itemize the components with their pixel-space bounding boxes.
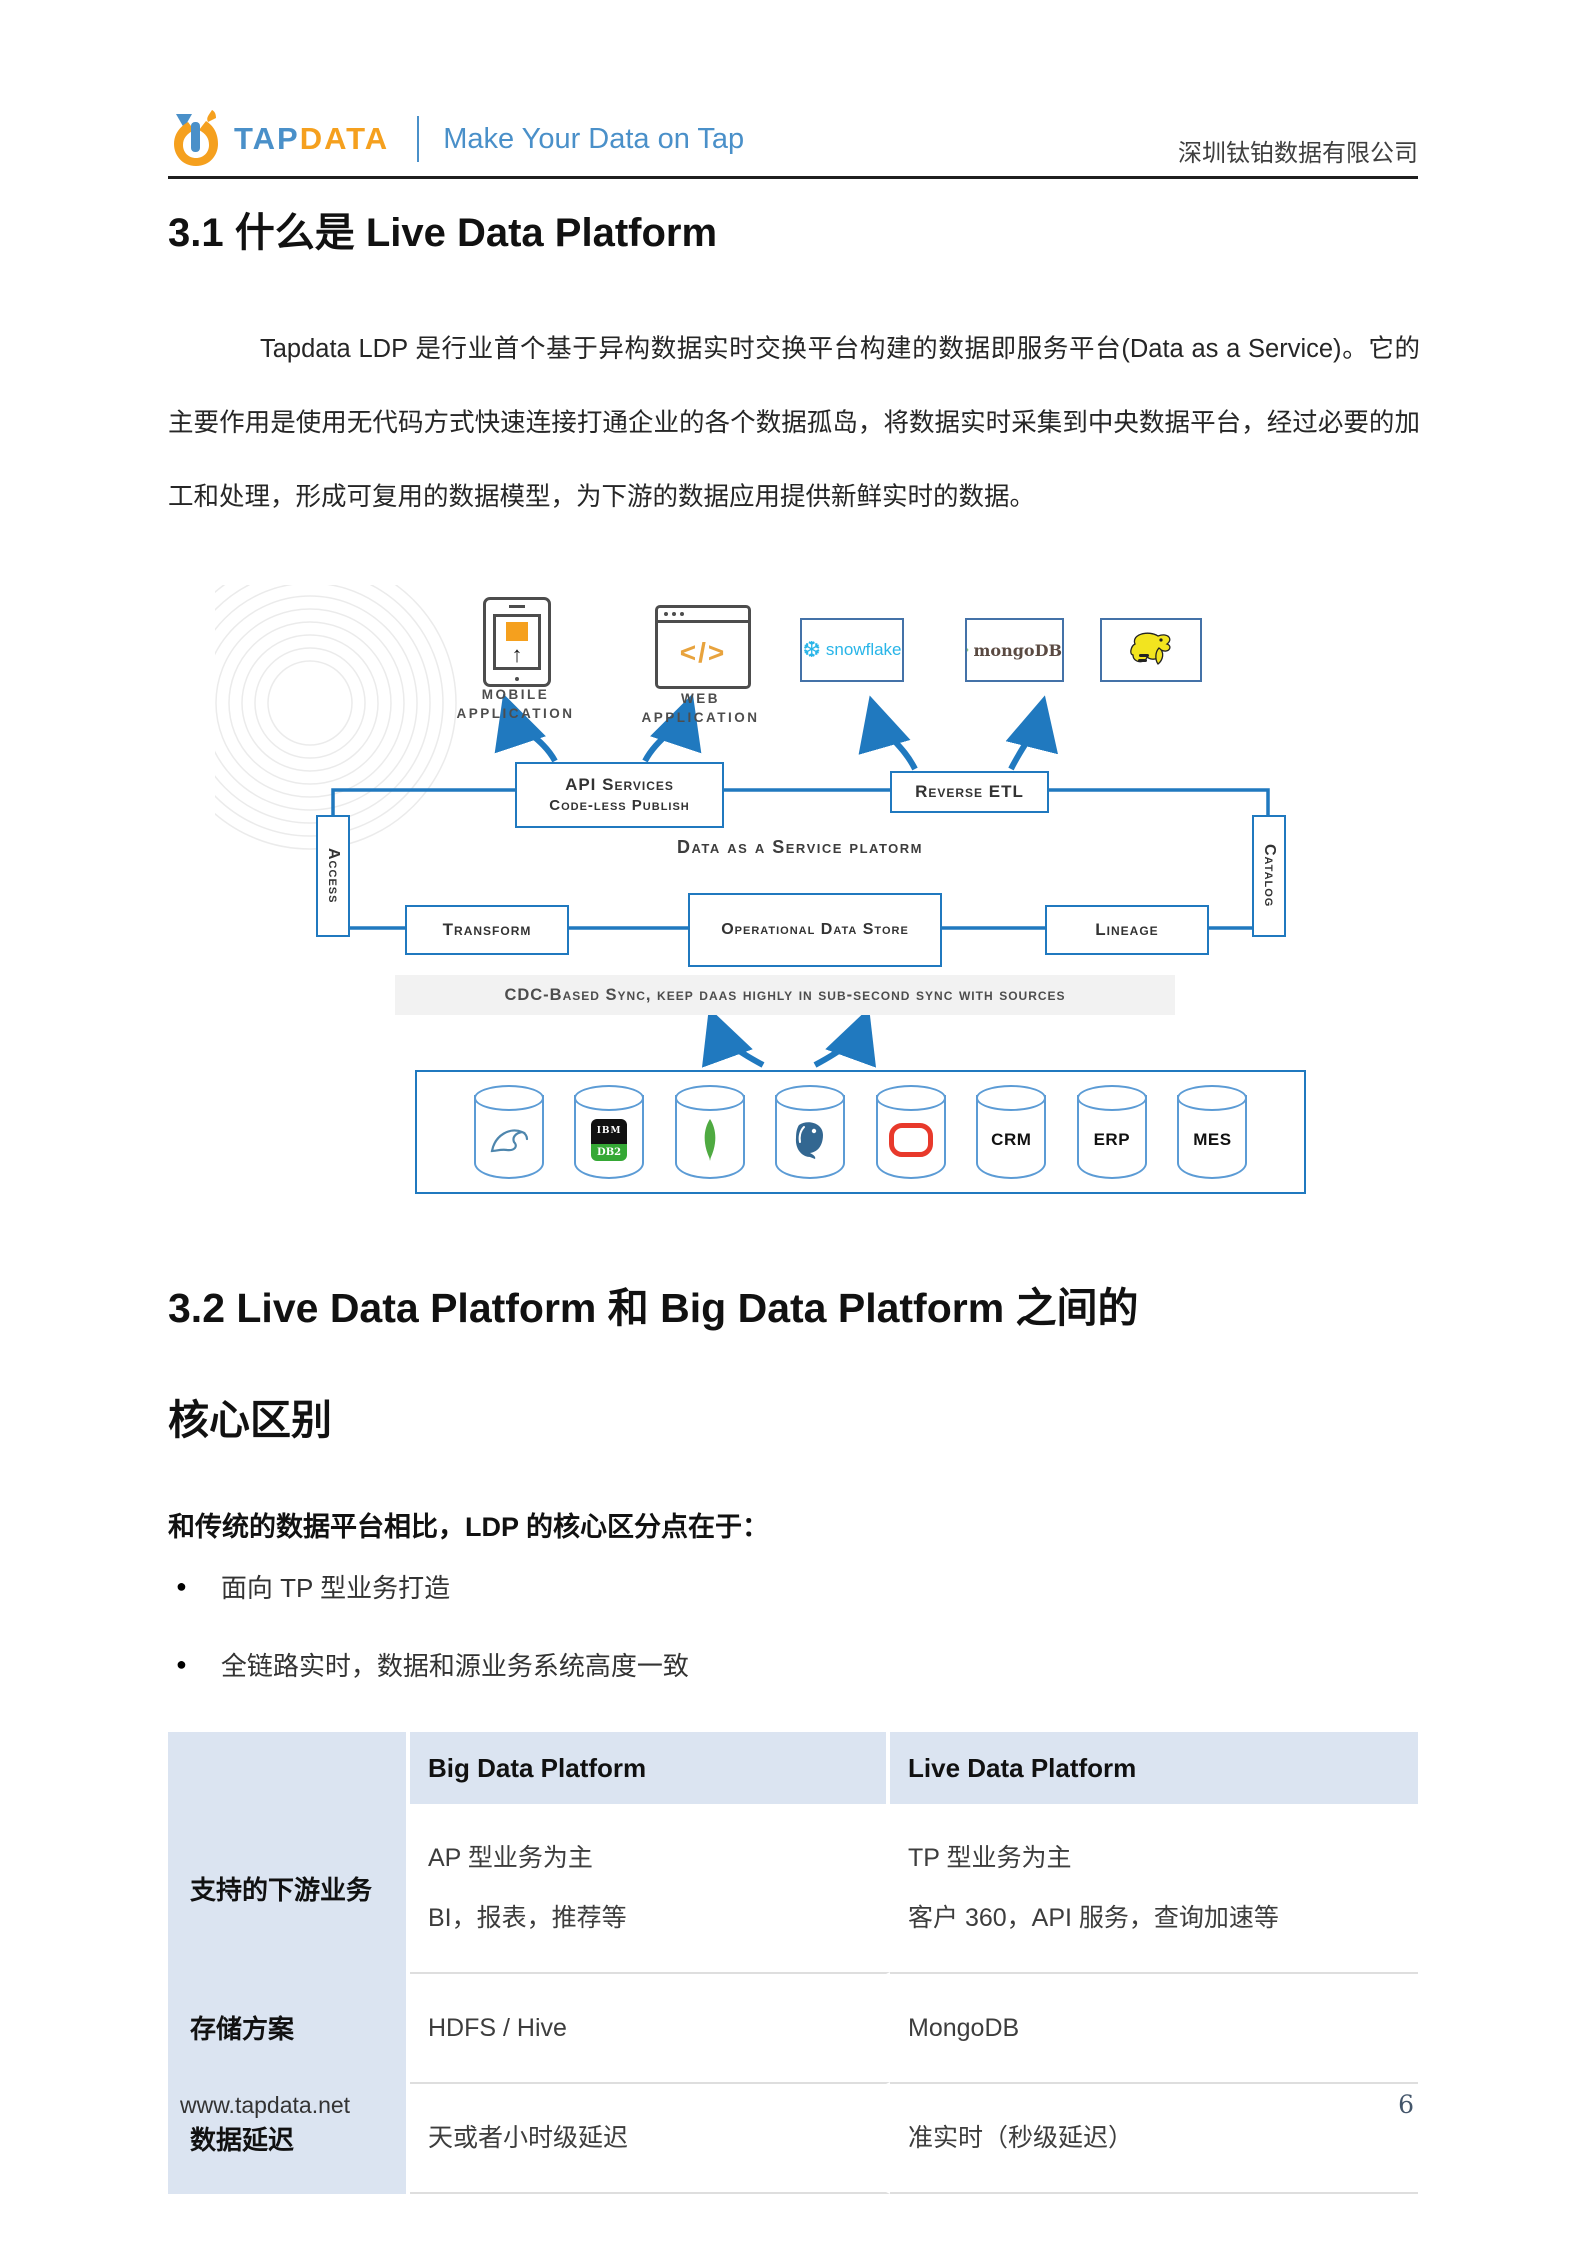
reverse-etl-label: Reverse ETL xyxy=(915,782,1024,801)
web-application-label: WEB APPLICATION xyxy=(641,691,760,725)
crm-label: CRM xyxy=(991,1130,1032,1149)
cell-live-latency: 准实时（秒级延迟） xyxy=(890,2082,1418,2194)
erp-cylinder: ERP xyxy=(1076,1085,1147,1179)
row-label-downstream: 支持的下游业务 xyxy=(168,1804,410,1972)
bullet-text: 面向 TP 型业务打造 xyxy=(220,1573,451,1603)
api-services-label: API Services xyxy=(565,775,674,794)
bullet-text: 全链路实时，数据和源业务系统高度一致 xyxy=(220,1651,689,1681)
cell-big-storage: HDFS / Hive xyxy=(410,1972,890,2082)
row-label-storage: 存储方案 xyxy=(168,1972,410,2082)
postgresql-cylinder xyxy=(775,1085,846,1179)
table-header-empty xyxy=(168,1732,410,1804)
mes-label: MES xyxy=(1193,1130,1232,1149)
bullet-item: ● 全链路实时，数据和源业务系统高度一致 xyxy=(176,1646,1416,1683)
crm-cylinder: CRM xyxy=(976,1085,1047,1179)
web-application-icon: </> xyxy=(655,605,751,689)
brand-tap: TAP xyxy=(234,121,300,156)
brand-tagline: Make Your Data on Tap xyxy=(443,122,745,155)
catalog-box: Catalog xyxy=(1252,815,1286,937)
transform-box: Transform xyxy=(405,905,569,955)
section-3-2-title-line2: 核心区别 xyxy=(168,1397,332,1443)
cell-big-downstream: AP 型业务为主 BI，报表，推荐等 xyxy=(410,1804,890,1972)
reverse-etl-box: Reverse ETL xyxy=(890,771,1049,813)
bullet-dot-icon: ● xyxy=(176,1654,187,1674)
cell-line: AP 型业务为主 xyxy=(428,1844,593,1872)
header-rule xyxy=(168,176,1418,179)
ibm-db2-icon: IBM DB2 xyxy=(574,1111,644,1169)
cdc-sync-banner: CDC-Based Sync, keep daas highly in sub-… xyxy=(395,975,1175,1015)
brand-data: DATA xyxy=(299,121,390,156)
footer-page-number: 6 xyxy=(1398,2090,1414,2119)
cell-live-downstream: TP 型业务为主 客户 360，API 服务，查询加速等 xyxy=(890,1804,1418,1972)
mobile-application-label: MOBILE APPLICATION xyxy=(456,687,575,721)
platform-comparison-table: Big Data Platform Live Data Platform 支持的… xyxy=(168,1732,1418,2194)
erp-label: ERP xyxy=(1093,1130,1131,1149)
cell-line: TP 型业务为主 xyxy=(908,1844,1072,1872)
cell-line: BI，报表，推荐等 xyxy=(428,1904,627,1932)
section-3-1-title: 3.1 什么是 Live Data Platform xyxy=(168,211,718,255)
header-divider xyxy=(417,116,420,162)
db2-label: DB2 xyxy=(591,1144,628,1161)
mongodb-leaf-icon xyxy=(967,648,969,652)
hive-elephant-icon xyxy=(1130,632,1171,665)
page-header: TAPDATA Make Your Data on Tap 深圳钛铂数据有限公司 xyxy=(168,108,1418,170)
table-header-big-data: Big Data Platform xyxy=(410,1732,890,1804)
section-3-1-paragraph: Tapdata LDP 是行业首个基于异构数据实时交换平台构建的数据即服务平台(… xyxy=(168,335,1420,511)
decorative-arcs-icon xyxy=(215,585,457,850)
company-name: 深圳钛铂数据有限公司 xyxy=(1178,140,1418,167)
code-glyph: </> xyxy=(679,637,727,668)
mysql-dolphin-icon xyxy=(474,1111,544,1169)
mongodb-wordmark: mongoDB xyxy=(973,640,1063,660)
section-3-2-title: 3.2 Live Data Platform 和 Big Data Platfo… xyxy=(168,1252,1428,1476)
bullet-item: ● 面向 TP 型业务打造 xyxy=(176,1568,1416,1605)
access-box: Access xyxy=(316,815,350,937)
tapdata-logo-icon xyxy=(174,110,218,166)
cell-live-storage: MongoDB xyxy=(890,1972,1418,2082)
mongodb-leaf-icon xyxy=(675,1111,745,1169)
mongodb-cylinder xyxy=(674,1085,745,1179)
platform-title: Data as a Service platorm xyxy=(677,837,923,857)
snowflake-wordmark: snowflake xyxy=(825,640,902,659)
data-sources-box: IBM DB2 xyxy=(415,1070,1306,1194)
mongodb-logo: mongoDB xyxy=(965,618,1064,682)
oracle-ring-icon xyxy=(876,1111,946,1169)
brand-wordmark: TAPDATA xyxy=(234,121,389,157)
hive-logo xyxy=(1100,618,1202,682)
section-3-2-intro: 和传统的数据平台相比，LDP 的核心区分点在于： xyxy=(168,1512,770,1542)
oracle-cylinder xyxy=(875,1085,946,1179)
mobile-application-icon: ↑ xyxy=(483,597,551,687)
postgresql-elephant-icon xyxy=(775,1111,845,1169)
footer-url: www.tapdata.net xyxy=(180,2092,351,2118)
operational-data-store-label: Operational Data Store xyxy=(721,921,909,938)
table-header-live-data: Live Data Platform xyxy=(890,1732,1418,1804)
db2-cylinder: IBM DB2 xyxy=(574,1085,645,1179)
ldp-architecture-diagram: ↑ MOBILE APPLICATION </> WEB APPLICATION… xyxy=(215,585,1385,1200)
operational-data-store-box: Operational Data Store xyxy=(688,893,942,967)
row-label-latency: 数据延迟 xyxy=(168,2082,410,2194)
mysql-cylinder xyxy=(473,1085,544,1179)
codeless-publish-label: Code-less Publish xyxy=(549,797,690,814)
bullet-dot-icon: ● xyxy=(176,1576,187,1596)
mes-cylinder: MES xyxy=(1177,1085,1248,1179)
snowflake-logo: ❆ snowflake xyxy=(800,618,904,682)
cell-big-latency: 天或者小时级延迟 xyxy=(410,2082,890,2194)
api-services-box: API Services Code-less Publish xyxy=(515,762,724,828)
snowflake-mark-icon: ❆ xyxy=(802,637,821,662)
transform-label: Transform xyxy=(442,920,532,939)
ibm-label: IBM xyxy=(591,1119,628,1144)
section-3-2-title-line1: 3.2 Live Data Platform 和 Big Data Platfo… xyxy=(168,1285,1139,1331)
lineage-box: Lineage xyxy=(1045,905,1209,955)
lineage-label: Lineage xyxy=(1095,920,1159,939)
cell-line: 客户 360，API 服务，查询加速等 xyxy=(908,1904,1279,1932)
